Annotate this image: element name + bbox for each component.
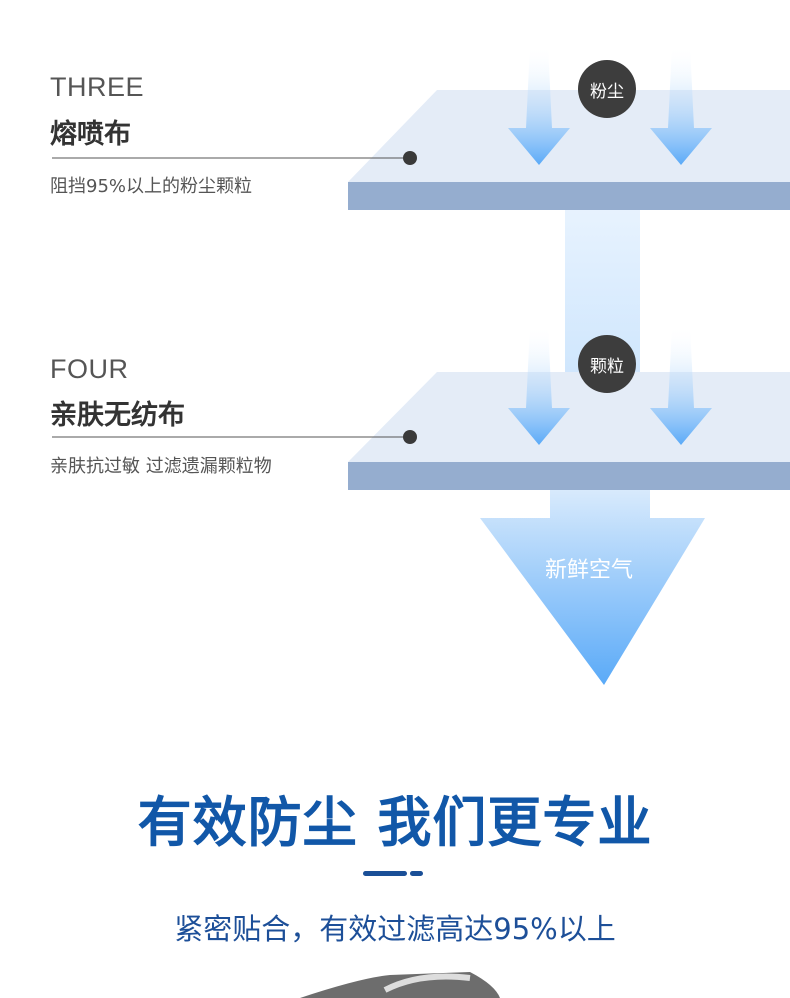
layer-four-desc: 亲肤抗过敏 过滤遗漏颗粒物 xyxy=(50,456,272,477)
layer-three-label: THREE xyxy=(50,72,145,102)
layer-three-title: 熔喷布 xyxy=(50,119,131,150)
down-arrow-icon xyxy=(650,45,712,165)
layer-three-desc: 阻挡95%以上的粉尘颗粒 xyxy=(50,176,253,197)
down-arrow-icon xyxy=(650,325,712,445)
particle-badge: 颗粒 xyxy=(578,335,636,393)
headline: 有效防尘 我们更专业 xyxy=(137,791,653,854)
dust-badge: 粉尘 xyxy=(578,60,636,118)
layer-four-label: FOUR xyxy=(50,354,129,384)
layer-three-top xyxy=(348,90,790,182)
down-arrow-icon xyxy=(508,45,570,165)
divider-short xyxy=(410,871,423,876)
layer-four-top xyxy=(348,372,790,462)
layer-four-title: 亲肤无纺布 xyxy=(50,400,185,431)
down-arrow-icon xyxy=(508,325,570,445)
divider-long xyxy=(363,871,407,876)
leader-dot xyxy=(403,430,417,444)
subheadline: 紧密贴合，有效过滤高达95%以上 xyxy=(174,912,616,946)
leader-dot xyxy=(403,151,417,165)
fresh-air-label: 新鲜空气 xyxy=(545,558,634,583)
layer-four-side xyxy=(348,462,790,490)
layer-three-side xyxy=(348,182,790,210)
fresh-air-arrow-icon xyxy=(480,490,705,685)
